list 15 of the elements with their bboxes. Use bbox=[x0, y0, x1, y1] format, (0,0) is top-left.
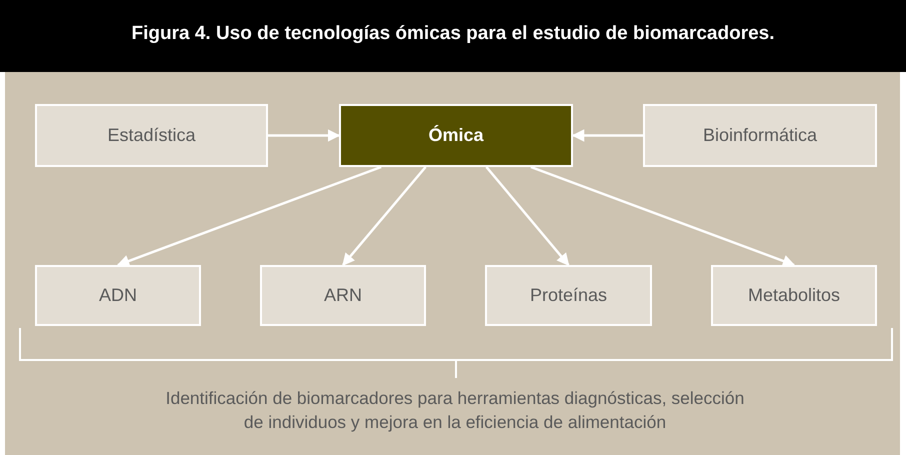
concept-box: Estadística bbox=[35, 104, 268, 167]
concept-box: ADN bbox=[35, 265, 201, 326]
arrow bbox=[572, 129, 643, 142]
concept-box: Metabolitos bbox=[711, 265, 877, 326]
arrow bbox=[342, 166, 427, 266]
arrow bbox=[485, 166, 570, 266]
caption-text: Identificación de biomarcadores para herramientas diagnósticas, selección de individuos y mejora en la eficiencia de alimentación bbox=[164, 387, 746, 434]
main-concept-box: Ómica bbox=[339, 104, 573, 167]
arrow bbox=[116, 166, 382, 267]
arrow bbox=[530, 166, 796, 267]
concept-box: Proteínas bbox=[485, 265, 652, 326]
concept-box: ARN bbox=[260, 265, 426, 326]
arrow bbox=[268, 129, 340, 142]
concept-box: Bioinformática bbox=[643, 104, 877, 167]
figure-title: Figura 4. Uso de tecnologías ómicas para el estudio de biomarcadores. bbox=[0, 0, 906, 72]
